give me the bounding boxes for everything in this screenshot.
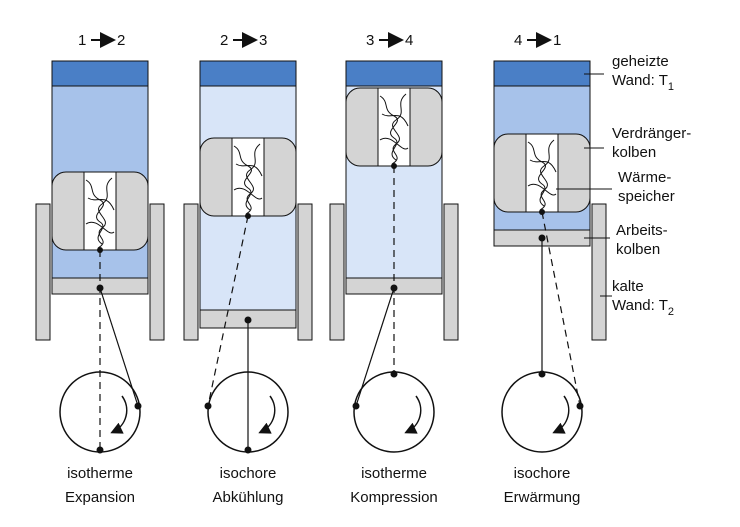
stage-3-displacer-piston [345, 87, 443, 167]
stage-1-step-from: 1 [78, 32, 86, 49]
stage-3-heated-wall [345, 60, 443, 87]
stage-1-regenerator [85, 177, 115, 249]
stage-3-step-to: 4 [405, 32, 413, 49]
stage-1-displacer-piston [51, 171, 149, 251]
stage-4-step-to: 1 [553, 32, 561, 49]
stage-4-regenerator [527, 139, 557, 211]
stage-2-cold-wall-right [297, 203, 313, 341]
stage-2-cold-wall-left [183, 203, 199, 341]
stage-4-step-from: 4 [514, 32, 522, 49]
stage-1-caption-line1: isotherme [67, 465, 133, 482]
heated-wall-label-line1: geheizte [612, 53, 669, 70]
stage-4-displacer-rod [541, 211, 581, 407]
stage-4-displacer-piston [493, 133, 591, 213]
stage-4-crank-circle [501, 371, 583, 453]
stage-2-heated-wall [199, 60, 297, 87]
stage-4-1: 4 1 isochore Erwärmung [493, 32, 607, 506]
stage-2-caption-line1: isochore [220, 465, 277, 482]
stage-4-rotation-arrow [552, 395, 570, 434]
work-piston-label-line1: Arbeits- [616, 222, 668, 239]
stage-1-cold-wall-right [149, 203, 165, 341]
regenerator-label-line2: speicher [618, 188, 675, 205]
displacer-label-line1: Verdränger- [612, 125, 691, 142]
stage-3-step-from: 3 [366, 32, 374, 49]
stage-4-caption-line1: isochore [514, 465, 571, 482]
heated-wall-label-line2: Wand: T1 [612, 72, 674, 93]
component-labels: geheizte Wand: T1 Verdränger- kolben Wär… [556, 53, 691, 318]
stage-4-cold-wall-right [591, 203, 607, 341]
stage-3-caption-line2: Kompression [350, 489, 438, 506]
stage-2-displacer-rod [207, 215, 249, 407]
stage-2-caption-line2: Abkühlung [213, 489, 284, 506]
stage-1-rotation-arrow [110, 395, 128, 434]
stage-2-step-from: 2 [220, 32, 228, 49]
regenerator-label-line1: Wärme- [618, 169, 671, 186]
cold-wall-label-line2: Wand: T2 [612, 297, 674, 318]
work-piston-label-line2: kolben [616, 241, 660, 258]
stage-2-3: 2 3 isochore Abkühlung [183, 32, 313, 506]
stage-1-heated-wall [51, 60, 149, 87]
stage-3-4: 3 4 isotherme Kompression [329, 32, 459, 506]
stage-1-2: 1 2 isotherme Expansion [35, 32, 165, 506]
stage-1-cold-wall-left [35, 203, 51, 341]
stage-3-cold-wall-left [329, 203, 345, 341]
stage-2-step-to: 3 [259, 32, 267, 49]
stage-3-regenerator [379, 93, 409, 165]
stage-1-caption-line2: Expansion [65, 489, 135, 506]
cold-wall-label-line1: kalte [612, 278, 644, 295]
stage-4-caption-line2: Erwärmung [504, 489, 581, 506]
stage-3-crank-circle [353, 371, 435, 453]
stage-1-step-to: 2 [117, 32, 125, 49]
stage-2-regenerator [233, 143, 263, 215]
stage-3-cold-wall-right [443, 203, 459, 341]
stage-4-heated-wall [493, 60, 591, 87]
stage-3-piston-rod [355, 287, 395, 407]
stage-1-piston-rod [99, 287, 139, 407]
stage-2-displacer-piston [199, 137, 297, 217]
displacer-label-line2: kolben [612, 144, 656, 161]
stage-2-rotation-arrow [258, 395, 276, 434]
stage-3-caption-line1: isotherme [361, 465, 427, 482]
stage-3-rotation-arrow [404, 395, 422, 434]
